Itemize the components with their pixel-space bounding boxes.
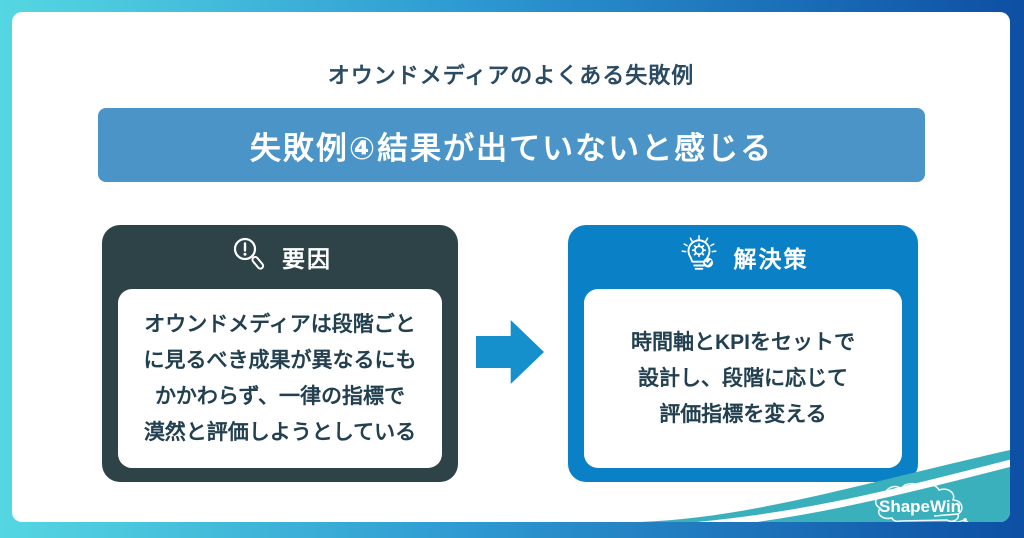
shapewin-logo: ShapeWin xyxy=(874,482,969,522)
cause-text-line: 漠然と評価しようとしている xyxy=(143,420,417,444)
solution-card-body: 時間軸とKPIをセットで 設計し、段階に応じて 評価指標を変える xyxy=(584,289,902,468)
arrow-right-icon xyxy=(476,320,544,384)
solution-card-title: 解決策 xyxy=(733,246,809,272)
magnifier-alert-icon xyxy=(228,235,268,280)
content-panel: オウンドメディアのよくある失敗例 失敗例④結果が出ていないと感じる 要因 オウン… xyxy=(12,12,1010,522)
page-title: オウンドメディアのよくある失敗例 xyxy=(327,63,695,88)
solution-text-line: 時間軸とKPIをセットで xyxy=(630,330,855,354)
cause-card: 要因 オウンドメディアは段階ごと に見るべき成果が異なるにも かかわらず、一律の… xyxy=(102,225,458,482)
cause-card-title: 要因 xyxy=(282,246,332,272)
solution-card: 解決策 時間軸とKPIをセットで 設計し、段階に応じて 評価指標を変える xyxy=(568,225,918,482)
lightbulb-gear-check-icon xyxy=(678,234,720,281)
solution-text-line: 評価指標を変える xyxy=(659,402,827,426)
cause-card-header: 要因 xyxy=(102,225,458,289)
failure-banner-label: 失敗例④結果が出ていないと感じる xyxy=(249,130,774,166)
cause-text-line: オウンドメディアは段階ごと xyxy=(144,312,416,336)
solution-card-header: 解決策 xyxy=(568,225,918,289)
solution-text-line: 設計し、段階に応じて xyxy=(638,366,848,390)
logo-text: ShapeWin xyxy=(879,497,961,516)
failure-banner: 失敗例④結果が出ていないと感じる xyxy=(98,108,925,182)
swoosh-decoration xyxy=(640,450,1010,522)
cause-text-line: かかわらず、一律の指標で xyxy=(154,384,406,408)
cause-text-line: に見るべき成果が異なるにも xyxy=(143,348,417,372)
cause-card-body: オウンドメディアは段階ごと に見るべき成果が異なるにも かかわらず、一律の指標で… xyxy=(118,289,442,468)
logo-network-dots xyxy=(951,518,969,522)
